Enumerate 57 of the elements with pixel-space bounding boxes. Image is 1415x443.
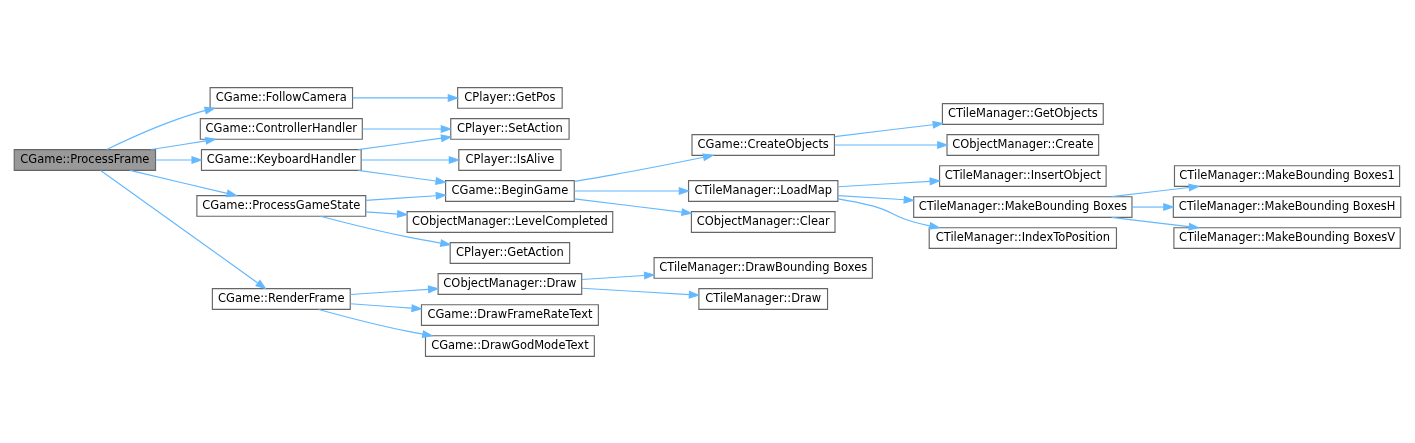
arrow [573, 186, 691, 195]
arrow [581, 287, 701, 299]
arrow [365, 191, 448, 201]
node-box: CTileManager::MakeBounding Boxes [913, 195, 1133, 218]
node-box: CPlayer::GetPos [457, 86, 563, 109]
arrow [1131, 202, 1175, 211]
node-box: CTileManager::IndexToPosition [928, 226, 1118, 249]
node-box: CTileManager::Draw [698, 287, 829, 310]
node-box: CObjectManager::LevelCompleted [406, 210, 614, 233]
node-box: CGame::ProcessFrame [13, 148, 157, 171]
arrow [155, 155, 203, 164]
arrow [365, 209, 409, 218]
arrow [357, 169, 447, 185]
arrow [129, 169, 238, 197]
node-box: CTileManager::GetObjects [941, 102, 1104, 125]
arrow [106, 106, 217, 150]
node-box: CGame::KeyboardHandler [200, 148, 362, 171]
node-box: CTileManager::MakeBounding BoxesH [1172, 195, 1402, 218]
arrow [1111, 216, 1201, 231]
node-box: CObjectManager::Clear [690, 210, 836, 233]
arrow [1111, 183, 1201, 197]
node-box: CObjectManager::Draw [437, 272, 583, 295]
arrow [837, 176, 942, 187]
arrow [362, 124, 453, 133]
node-box: CTileManager::LoadMap [687, 179, 839, 202]
node-box: CPlayer::GetAction [449, 241, 571, 264]
arrow [834, 140, 949, 149]
node-box: CGame::ProcessGameState [196, 194, 367, 217]
node-box: CTileManager::MakeBounding Boxes1 [1173, 164, 1401, 187]
arrow [837, 197, 941, 230]
arrow [574, 152, 715, 182]
node-box: CGame::DrawFrameRateText [420, 303, 599, 326]
arrow [357, 133, 453, 150]
node-box: CGame::FollowCamera [209, 86, 354, 109]
arrow [319, 215, 452, 247]
node-box: CPlayer::IsAlive [458, 148, 562, 171]
arrow [318, 308, 434, 338]
node-box: CGame::DrawGodModeText [424, 334, 595, 357]
node-box: CTileManager::InsertObject [938, 164, 1107, 187]
arrow [150, 136, 217, 150]
arrow [349, 284, 440, 295]
node-box: CGame::RenderFrame [211, 287, 351, 310]
node-box: CGame::ControllerHandler [199, 117, 363, 140]
arrow [352, 93, 460, 102]
arrow [581, 271, 656, 280]
arrow [837, 194, 916, 204]
node-box: CGame::CreateObjects [691, 133, 835, 156]
node-box: CPlayer::SetAction [450, 117, 570, 140]
arrow [349, 302, 423, 312]
node-box: CTileManager::MakeBounding BoxesV [1173, 226, 1401, 249]
node-box: CObjectManager::Create [946, 133, 1100, 156]
arrow [834, 120, 945, 137]
arrow [100, 169, 267, 289]
arrow [360, 155, 461, 164]
arrow [573, 197, 693, 216]
node-box: CTileManager::DrawBounding Boxes [653, 256, 873, 279]
node-box: CGame::BeginGame [445, 179, 575, 202]
